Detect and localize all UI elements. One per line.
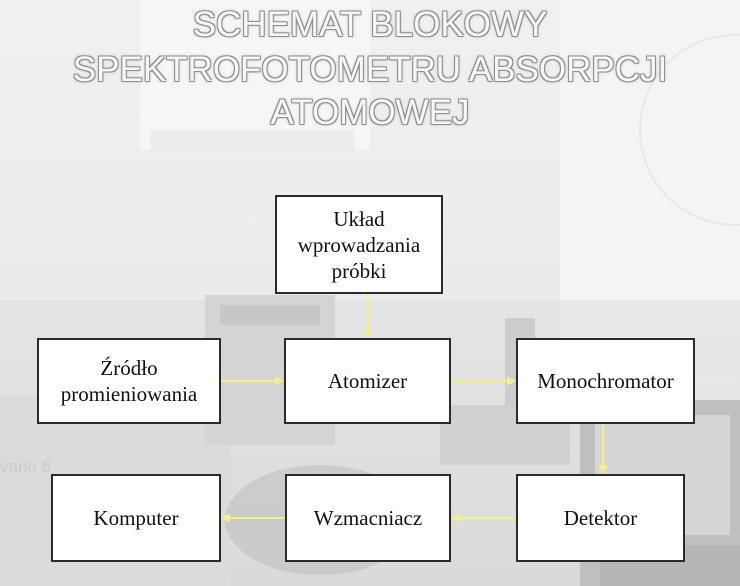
block-label-line: wprowadzania <box>297 232 421 257</box>
wall-clock <box>639 34 740 226</box>
slide-title-line-2: SPEKTROFOTOMETRU ABSORPCJI <box>72 50 668 89</box>
block-label-line: Układ <box>333 206 385 231</box>
block-label: Wzmacniacz <box>313 506 423 530</box>
block-monochromator: Monochromator <box>516 338 695 424</box>
ceiling-hood <box>140 0 370 150</box>
block-label-line: Źródło <box>100 356 158 380</box>
instrument-vent <box>220 305 320 325</box>
block-label: Komputer <box>93 506 179 530</box>
block-computer: Komputer <box>51 474 221 562</box>
block-atomizer: Atomizer <box>284 338 451 424</box>
block-label: Detektor <box>563 506 638 530</box>
block-label: Atomizer <box>327 369 408 393</box>
instrument-top-left <box>0 300 230 330</box>
hood-edge <box>150 130 355 152</box>
block-label-line: próbki <box>331 258 387 283</box>
instrument-label: vario 6 <box>0 457 51 476</box>
block-amplifier: Wzmacniacz <box>285 474 451 562</box>
slide-title-line-3: ATOMOWEJ <box>270 93 470 132</box>
block-radiation-source: Źródło promieniowania <box>37 338 221 424</box>
block-label: Monochromator <box>537 369 674 393</box>
slide-title-line-1: SCHEMAT BLOKOWY <box>192 5 548 44</box>
block-sample-introduction: Układ wprowadzania próbki <box>275 195 443 294</box>
block-label-line: promieniowania <box>60 382 198 406</box>
block-detector: Detektor <box>516 474 685 562</box>
